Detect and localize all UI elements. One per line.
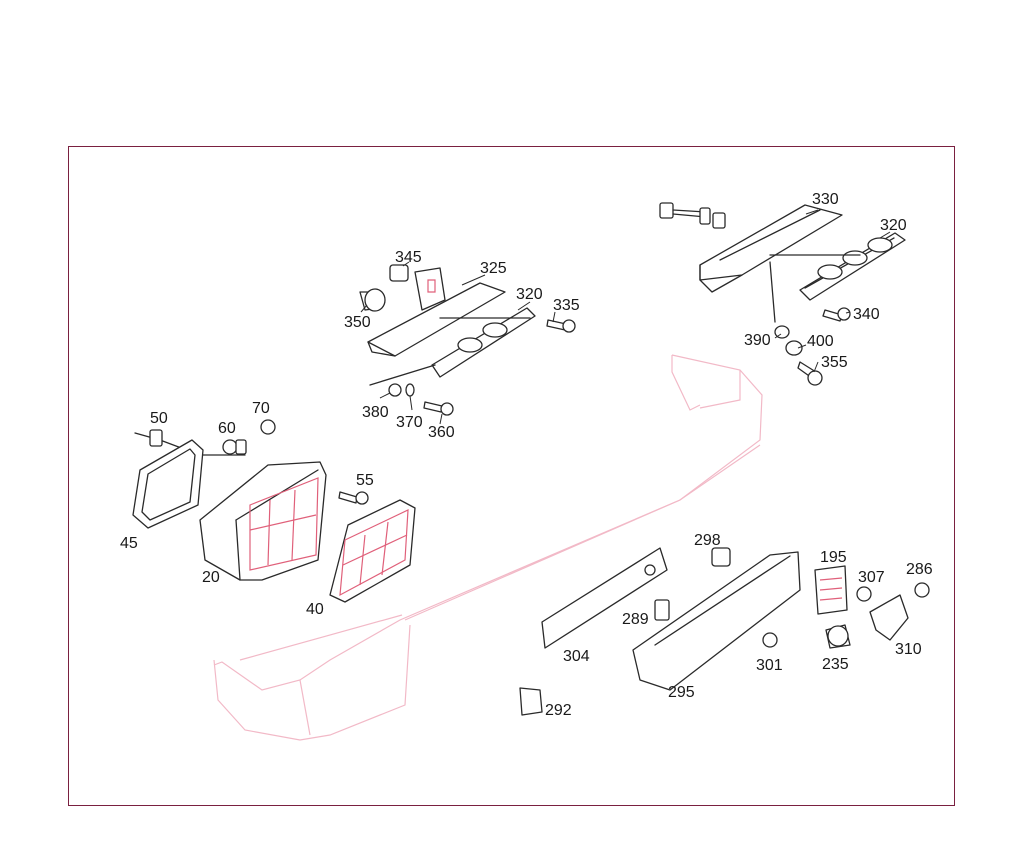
callout-301: 301 xyxy=(756,657,783,674)
callout-400: 400 xyxy=(807,333,834,350)
tail-lamp-group xyxy=(132,419,416,603)
callout-350: 350 xyxy=(344,314,371,331)
callout-292: 292 xyxy=(545,702,572,719)
callout-390: 390 xyxy=(744,332,771,349)
callout-195: 195 xyxy=(820,549,847,566)
callout-298: 298 xyxy=(694,532,721,549)
callout-345: 345 xyxy=(395,249,422,266)
third-brake-light-assembly xyxy=(659,202,906,386)
callout-380: 380 xyxy=(362,404,389,421)
bumper-bracket-parts xyxy=(519,547,930,716)
callout-70: 70 xyxy=(252,400,270,417)
callout-40: 40 xyxy=(306,601,324,618)
callout-360: 360 xyxy=(428,424,455,441)
callout-60: 60 xyxy=(218,420,236,437)
leader-lines xyxy=(360,209,891,425)
callout-320-center: 320 xyxy=(516,286,543,303)
rear-bumper-outline xyxy=(213,354,763,741)
callout-330: 330 xyxy=(812,191,839,208)
callout-325: 325 xyxy=(480,260,507,277)
callout-355: 355 xyxy=(821,354,848,371)
center-light-assembly xyxy=(359,264,576,416)
callout-340: 340 xyxy=(853,306,880,323)
callout-20: 20 xyxy=(202,569,220,586)
callout-307: 307 xyxy=(858,569,885,586)
callout-labels: 330 320 340 390 400 355 345 325 320 335 … xyxy=(120,191,933,719)
callout-45: 45 xyxy=(120,535,138,552)
diagram-frame xyxy=(68,146,955,806)
callout-304: 304 xyxy=(563,648,590,665)
callout-335: 335 xyxy=(553,297,580,314)
callout-295: 295 xyxy=(668,684,695,701)
callout-320-right: 320 xyxy=(880,217,907,234)
callout-286: 286 xyxy=(906,561,933,578)
callout-310: 310 xyxy=(895,641,922,658)
callout-55: 55 xyxy=(356,472,374,489)
callout-370: 370 xyxy=(396,414,423,431)
callout-235: 235 xyxy=(822,656,849,673)
callout-50: 50 xyxy=(150,410,168,427)
callout-289: 289 xyxy=(622,611,649,628)
